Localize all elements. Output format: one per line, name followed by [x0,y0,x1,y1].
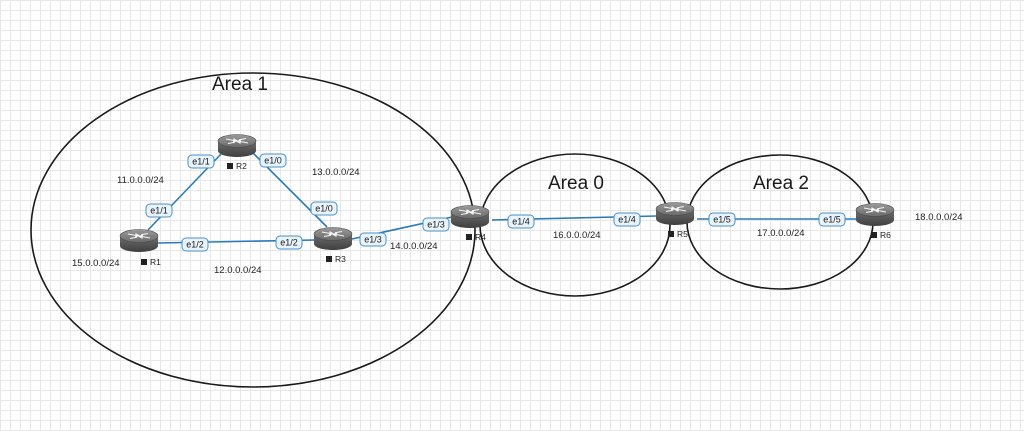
square-marker-icon [326,256,332,262]
iface-badge-r1-e1-2[interactable]: e1/2 [181,237,209,252]
network-label: 13.0.0.0/24 [312,167,360,178]
network-label: 15.0.0.0/24 [72,258,120,269]
iface-label: e1/4 [512,217,530,227]
network-label: 14.0.0.0/24 [390,241,438,252]
iface-badge-r3-e1-2[interactable]: e1/2 [275,235,303,250]
routers: R1 R2 R3 R4 R5 R6 [119,133,895,268]
iface-badge-r2-e1-1[interactable]: e1/1 [187,154,215,169]
iface-badge-r5-e1-4[interactable]: e1/4 [613,212,641,227]
iface-badge-r6-e1-5[interactable]: e1/5 [818,212,846,227]
router-r6[interactable]: R6 [855,202,895,241]
iface-label: e1/2 [186,240,204,250]
router-label: R6 [880,230,891,240]
iface-label: e1/5 [823,215,841,225]
network-label: 18.0.0.0/24 [915,212,963,223]
square-marker-icon [668,231,674,237]
iface-label: e1/1 [192,157,210,167]
router-icon [119,228,159,253]
router-icon [450,204,490,229]
square-marker-icon [141,259,147,265]
router-r1[interactable]: R1 [119,228,161,268]
iface-badge-r4-e1-3[interactable]: e1/3 [422,217,450,232]
iface-label: e1/3 [427,220,445,230]
iface-label: e1/4 [618,215,636,225]
iface-badge-r4-e1-4[interactable]: e1/4 [507,214,535,229]
square-marker-icon [466,234,472,240]
router-label: R3 [335,254,346,264]
iface-badge-r3-e1-3[interactable]: e1/3 [359,232,387,247]
network-label: 11.0.0.0/24 [117,175,164,186]
router-r2[interactable]: R2 [217,133,257,172]
iface-label: e1/0 [315,204,333,214]
router-label: R1 [150,257,161,267]
network-label: 16.0.0.0/24 [553,230,601,241]
router-icon [855,202,895,227]
area-1: Area 1 [30,72,476,388]
router-r5[interactable]: R5 [655,201,695,240]
square-marker-icon [227,163,233,169]
iface-badge-r5-e1-5[interactable]: e1/5 [708,212,736,227]
router-label: R2 [236,161,247,171]
area-label: Area 2 [753,173,809,194]
router-label: R4 [475,232,486,242]
network-label: 17.0.0.0/24 [757,228,805,239]
square-marker-icon [871,232,877,238]
iface-label: e1/0 [264,156,282,166]
iface-badge-r2-e1-0[interactable]: e1/0 [259,153,287,168]
iface-label: e1/1 [150,206,168,216]
area-label: Area 0 [548,173,604,194]
router-r3[interactable]: R3 [313,226,353,265]
iface-badge-r1-e1-1[interactable]: e1/1 [145,203,173,218]
network-label: 12.0.0.0/24 [214,265,262,276]
router-label: R5 [677,229,688,239]
router-icon [655,201,695,226]
iface-label: e1/5 [713,215,731,225]
interface-badges: e1/1 e1/1 e1/0 e1/0 e1/2 e1/2 e1/3 e1/3 [145,153,846,252]
router-r4[interactable]: R4 [450,204,490,243]
iface-badge-r3-e1-0[interactable]: e1/0 [310,201,338,216]
iface-label: e1/3 [364,235,382,245]
router-icon [217,133,257,158]
network-labels: 11.0.0.0/24 12.0.0.0/24 13.0.0.0/24 14.0… [72,167,963,276]
iface-label: e1/2 [280,238,298,248]
area-label: Area 1 [212,74,268,95]
router-icon [313,226,353,251]
links [147,151,856,244]
